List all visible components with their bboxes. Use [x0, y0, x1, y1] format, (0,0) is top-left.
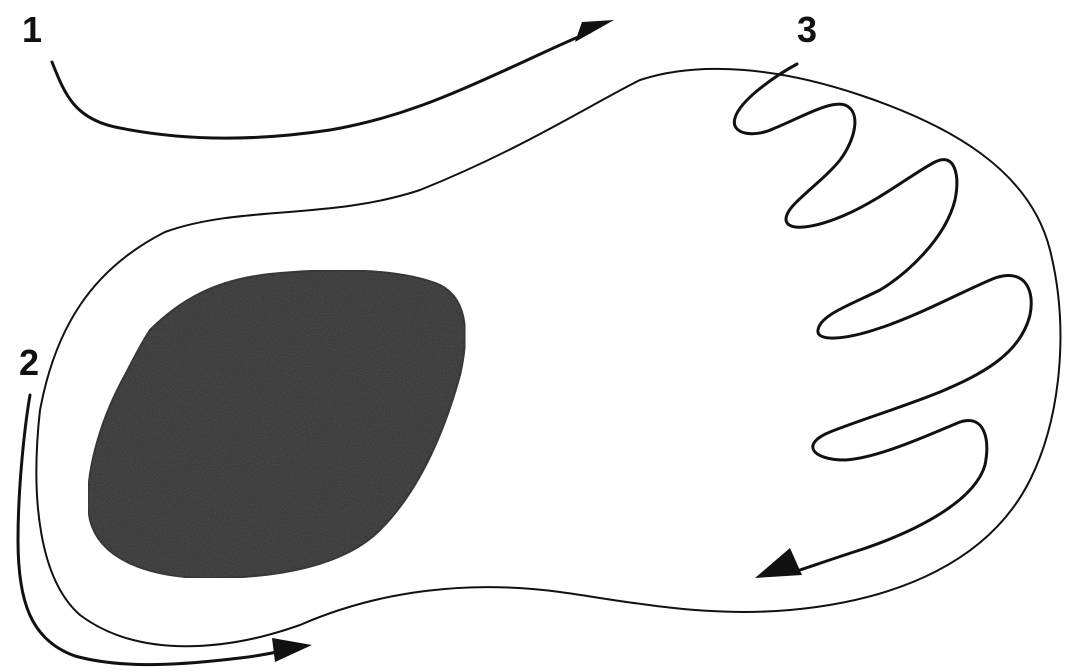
dark-mass	[88, 270, 465, 578]
label-1: 1	[22, 9, 42, 50]
arrow-1-line	[52, 32, 590, 138]
arrow-3-head	[755, 548, 802, 578]
label-3: 3	[797, 9, 817, 50]
arrow-1-head	[575, 20, 614, 42]
arrow-2-head	[272, 638, 312, 662]
label-2: 2	[19, 342, 39, 383]
membrane-folds	[734, 64, 1031, 570]
